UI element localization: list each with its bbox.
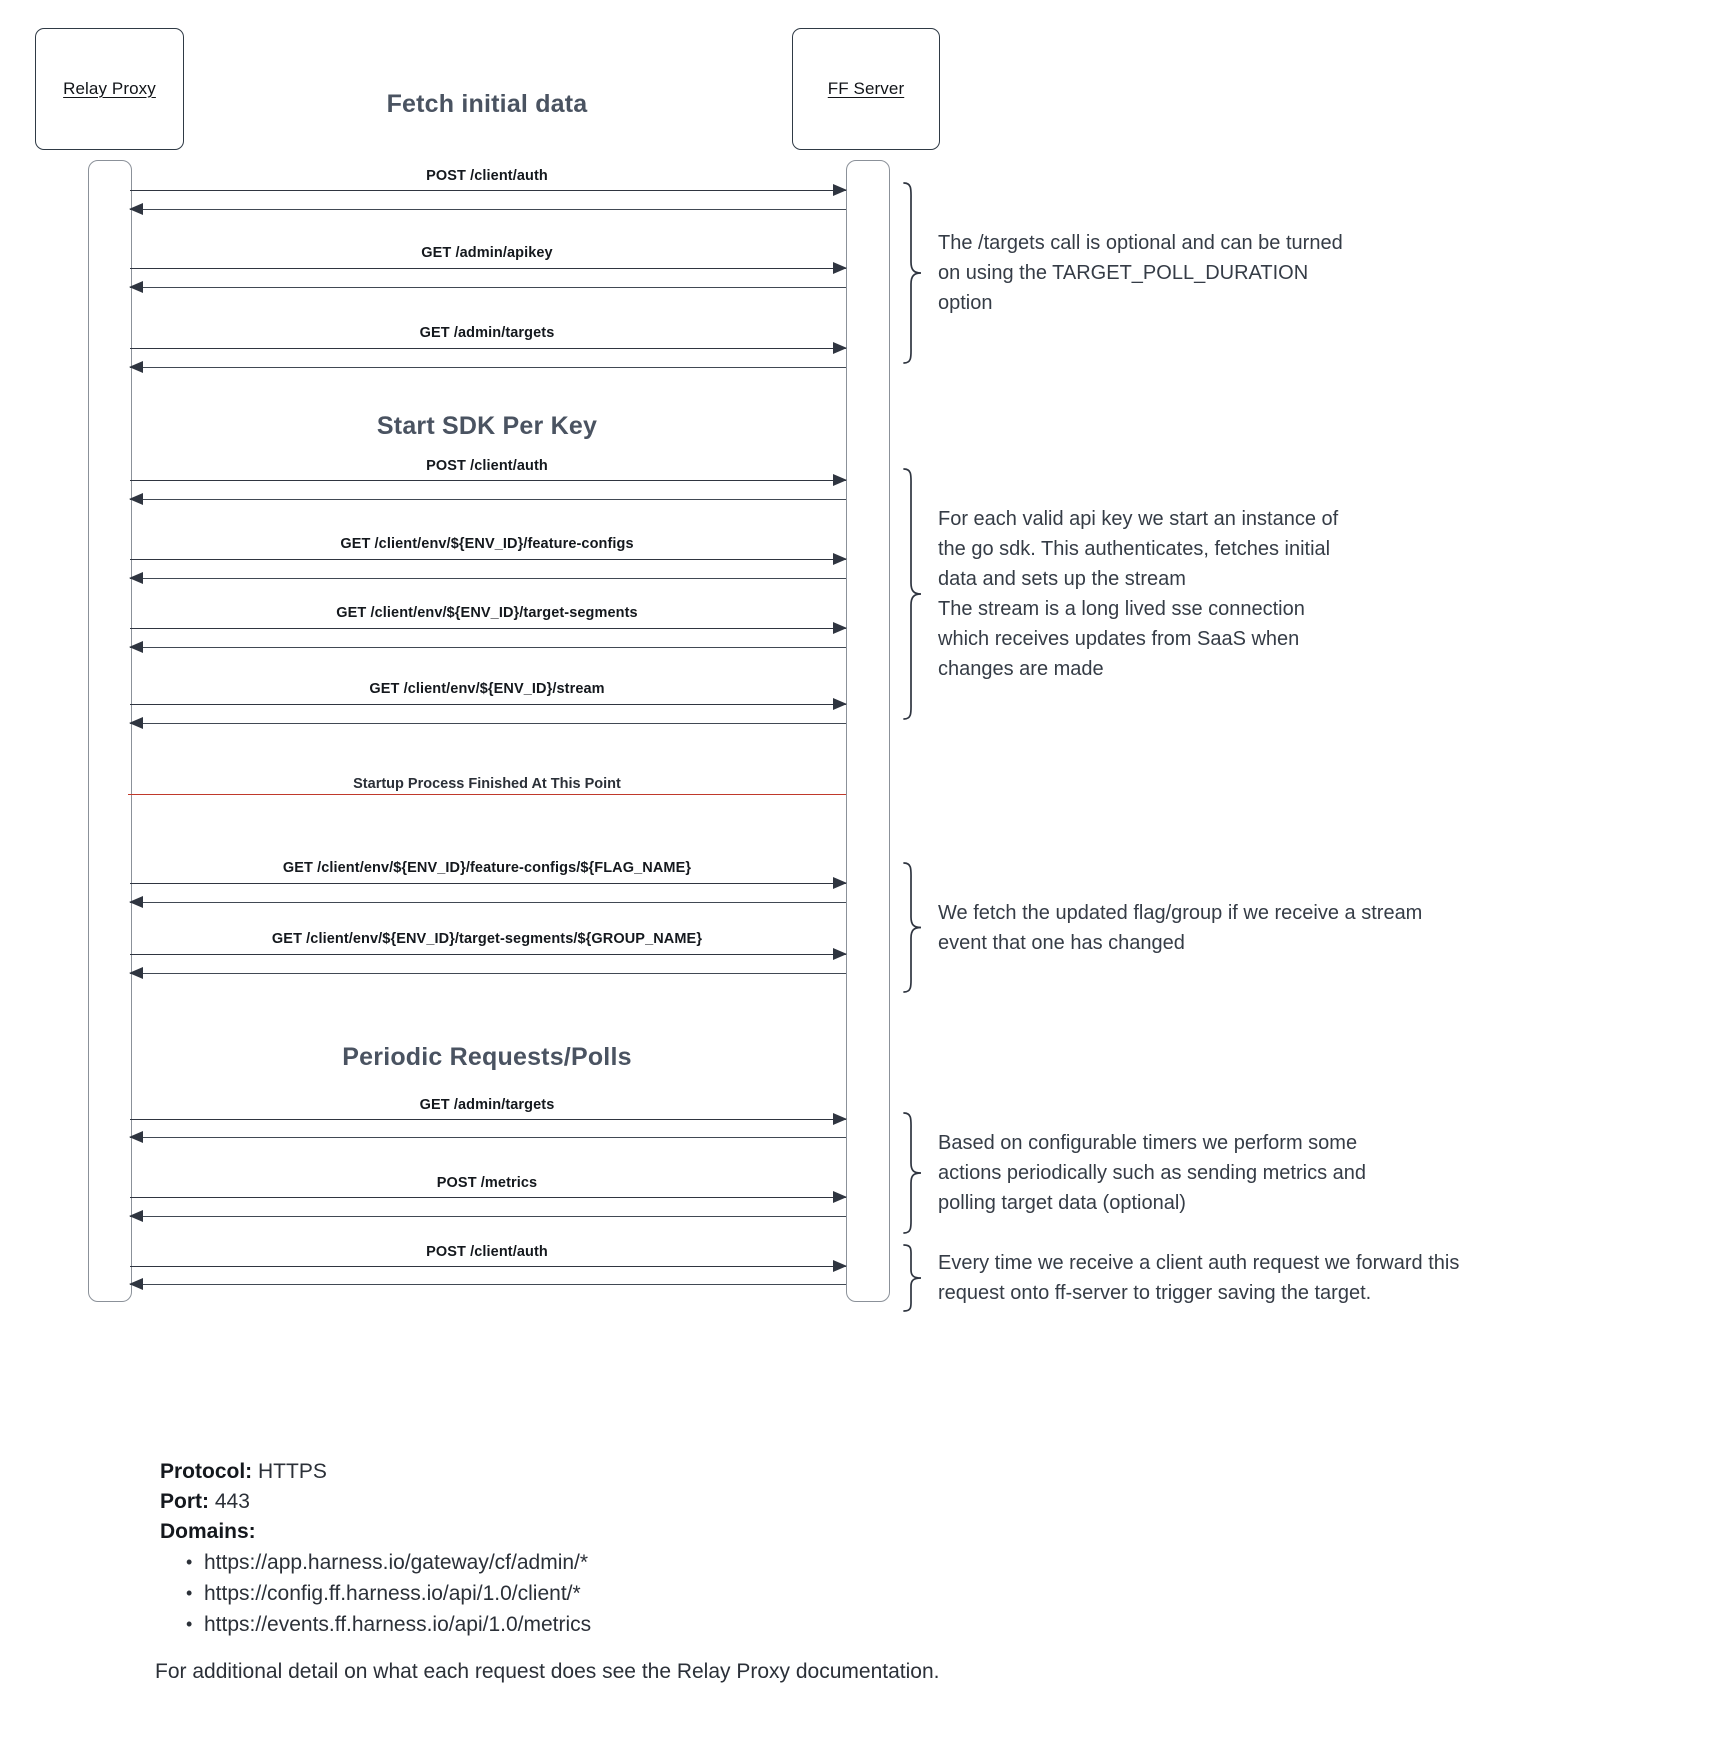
arrow-head-right <box>833 474 847 486</box>
annotation-text: The /targets call is optional and can be… <box>938 232 1343 314</box>
arrow-shaft <box>130 973 846 974</box>
arrow-shaft <box>130 287 846 288</box>
section-title-fetch-initial-data: Fetch initial data <box>386 90 588 118</box>
annotation-targets-optional: The /targets call is optional and can be… <box>900 182 1343 364</box>
curly-brace-icon <box>900 182 922 364</box>
arrow-head-right <box>833 948 847 960</box>
footer-domain-item: https://events.ff.harness.io/api/1.0/met… <box>186 1609 1110 1640</box>
curly-brace-icon <box>900 468 922 720</box>
participant-ff-server: FF Server <box>792 28 940 150</box>
arrow-shaft <box>130 628 846 629</box>
arrow-shaft <box>130 480 846 481</box>
footer-domains-list: https://app.harness.io/gateway/cf/admin/… <box>160 1547 1110 1640</box>
annotation-text: For each valid api key we start an insta… <box>938 508 1339 680</box>
annotation-text: Based on configurable timers we perform … <box>938 1132 1366 1214</box>
arrow-head-right <box>833 877 847 889</box>
message-label-get-feature-config-by-flag: GET /client/env/${ENV_ID}/feature-config… <box>282 860 692 876</box>
arrow-head-left <box>129 717 143 729</box>
arrow-head-right <box>833 184 847 196</box>
arrow-shaft <box>130 348 846 349</box>
arrow-shaft <box>130 578 846 579</box>
footer-protocol-row: Protocol: HTTPS <box>160 1457 1110 1487</box>
arrow-shaft <box>130 190 846 191</box>
curly-brace-icon <box>900 862 922 993</box>
arrow-shaft <box>130 1119 846 1120</box>
message-label-get-admin-apikey: GET /admin/apikey <box>421 245 553 261</box>
arrow-shaft <box>130 209 846 210</box>
curly-brace-icon <box>900 1244 922 1312</box>
message-label-get-target-segments: GET /client/env/${ENV_ID}/target-segment… <box>336 605 638 621</box>
message-label-post-metrics: POST /metrics <box>436 1175 538 1191</box>
message-label-post-client-auth-2: POST /client/auth <box>426 458 548 474</box>
participant-relay-proxy: Relay Proxy <box>35 28 184 150</box>
arrow-shaft <box>130 704 846 705</box>
message-label-post-client-auth-3: POST /client/auth <box>426 1244 548 1260</box>
section-title-periodic-requests-polls: Periodic Requests/Polls <box>342 1043 632 1071</box>
participant-label-relay-proxy: Relay Proxy <box>63 79 156 98</box>
arrow-head-left <box>129 493 143 505</box>
arrow-head-right <box>833 1191 847 1203</box>
divider-label-startup-finished: Startup Process Finished At This Point <box>353 776 621 792</box>
arrow-head-left <box>129 572 143 584</box>
message-label-get-stream: GET /client/env/${ENV_ID}/stream <box>369 681 605 697</box>
footer-port-value: 443 <box>214 1490 250 1513</box>
closing-note: For additional detail on what each reque… <box>155 1660 940 1683</box>
arrow-shaft <box>130 1284 846 1285</box>
arrow-head-right <box>833 622 847 634</box>
arrow-head-right <box>833 553 847 565</box>
message-label-get-feature-configs: GET /client/env/${ENV_ID}/feature-config… <box>340 536 634 552</box>
arrow-head-right <box>833 1260 847 1272</box>
footer-port-label: Port: <box>160 1490 209 1513</box>
message-label-get-admin-targets-1: GET /admin/targets <box>419 325 555 341</box>
arrow-shaft <box>130 1216 846 1217</box>
footer-port-row: Port: 443 <box>160 1487 1110 1517</box>
arrow-shaft <box>130 647 846 648</box>
arrow-shaft <box>130 1266 846 1267</box>
lifeline-relay-proxy <box>88 160 132 1302</box>
annotation-configurable-timers: Based on configurable timers we perform … <box>900 1112 1366 1234</box>
curly-brace-icon <box>900 1112 922 1234</box>
arrow-shaft <box>130 1137 846 1138</box>
arrow-head-left <box>129 641 143 653</box>
arrow-head-right <box>833 698 847 710</box>
footer-protocol-value: HTTPS <box>258 1460 327 1483</box>
participant-label-ff-server: FF Server <box>827 79 905 98</box>
message-label-get-admin-targets-2: GET /admin/targets <box>419 1097 555 1113</box>
arrow-shaft <box>130 883 846 884</box>
annotation-stream-update: We fetch the updated flag/group if we re… <box>900 862 1422 993</box>
arrow-shaft <box>130 723 846 724</box>
annotation-client-auth-forward: Every time we receive a client auth requ… <box>900 1244 1459 1312</box>
section-title-start-sdk-per-key: Start SDK Per Key <box>376 412 598 440</box>
divider-line-startup-finished <box>128 794 846 795</box>
annotation-text: We fetch the updated flag/group if we re… <box>938 901 1423 954</box>
lifeline-ff-server <box>846 160 890 1302</box>
arrow-head-right <box>833 1113 847 1125</box>
arrow-shaft <box>130 559 846 560</box>
footer-protocol-label: Protocol: <box>160 1460 253 1483</box>
arrow-head-right <box>833 262 847 274</box>
arrow-head-left <box>129 1278 143 1290</box>
arrow-head-right <box>833 342 847 354</box>
arrow-head-left <box>129 203 143 215</box>
arrow-shaft <box>130 499 846 500</box>
arrow-shaft <box>130 902 846 903</box>
footer-domain-item: https://config.ff.harness.io/api/1.0/cli… <box>186 1578 1110 1609</box>
arrow-shaft <box>130 1197 846 1198</box>
arrow-shaft <box>130 954 846 955</box>
annotation-text: Every time we receive a client auth requ… <box>938 1252 1460 1304</box>
footer-info-block: Protocol: HTTPS Port: 443 Domains: https… <box>160 1457 1110 1640</box>
annotation-sdk-instance: For each valid api key we start an insta… <box>900 468 1338 720</box>
footer-domains-label: Domains: <box>160 1520 256 1543</box>
arrow-head-left <box>129 967 143 979</box>
arrow-head-left <box>129 361 143 373</box>
footer-domain-item: https://app.harness.io/gateway/cf/admin/… <box>186 1547 1110 1578</box>
arrow-head-left <box>129 1210 143 1222</box>
arrow-head-left <box>129 281 143 293</box>
message-label-get-target-segment-by-group: GET /client/env/${ENV_ID}/target-segment… <box>271 931 703 947</box>
message-label-post-client-auth-1: POST /client/auth <box>426 168 548 184</box>
arrow-head-left <box>129 1131 143 1143</box>
arrow-shaft <box>130 367 846 368</box>
arrow-shaft <box>130 268 846 269</box>
arrow-head-left <box>129 896 143 908</box>
